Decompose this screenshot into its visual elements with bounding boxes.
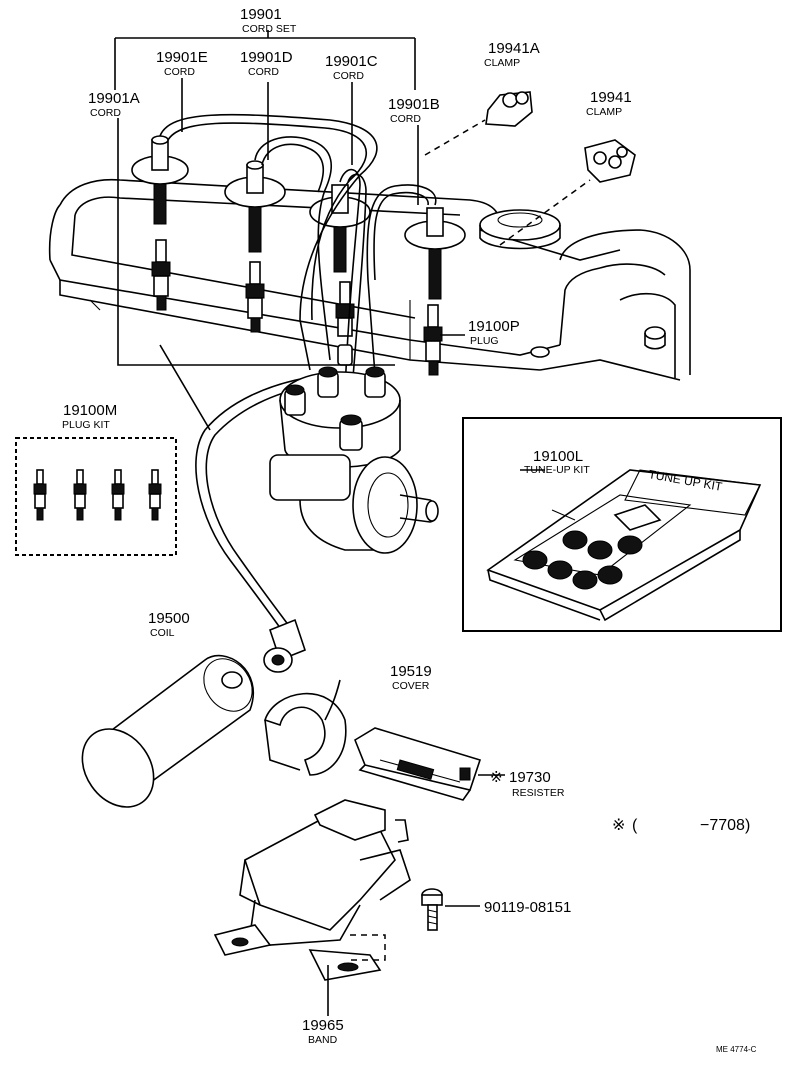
name-cord-set: CORD SET — [242, 23, 297, 35]
name-tune-up-kit: TUNE-UP KIT — [524, 464, 590, 476]
valve-cover-illustration — [48, 178, 691, 381]
name-cover: COVER — [392, 680, 430, 692]
footnote-mark: ※ — [612, 817, 625, 834]
pn-19100l: 19100L — [533, 448, 583, 465]
band-19965-illustration — [213, 799, 411, 981]
cover-19519-illustration — [263, 692, 347, 776]
bolt-illustration — [421, 888, 443, 931]
label-plug-kit: 19100M PLUG KIT — [62, 402, 117, 431]
tune-up-kit-package — [486, 469, 762, 622]
name-cord-d: CORD — [248, 66, 279, 78]
plug-kit-box — [15, 437, 177, 556]
pn-90119-08151: 90119-08151 — [484, 899, 571, 916]
pn-19901: 19901 — [240, 6, 282, 23]
distributor — [269, 344, 439, 554]
pn-19100m: 19100M — [63, 402, 117, 419]
figure-code: ME 4774-C — [716, 1045, 757, 1054]
pn-19941a: 19941A — [488, 40, 540, 57]
resister-mark: ※ — [490, 769, 503, 786]
label-resister: ※ 19730 RESISTER — [490, 769, 565, 799]
ignition-cords — [159, 113, 437, 636]
pn-19901d: 19901D — [240, 49, 293, 66]
resister-19730-illustration — [354, 727, 482, 801]
label-clamp-a: 19941A CLAMP — [484, 40, 540, 69]
name-cord-b: CORD — [390, 113, 421, 125]
leader-lines — [114, 30, 591, 1016]
name-plug-kit: PLUG KIT — [62, 419, 110, 431]
name-clamp-a: CLAMP — [484, 57, 520, 69]
pn-19941: 19941 — [590, 89, 632, 106]
footnote-text: −7708) — [700, 817, 750, 834]
clamp-19941-illustration — [584, 139, 636, 183]
pn-19901b: 19901B — [388, 96, 440, 113]
label-cord-e: 19901E CORD — [156, 49, 208, 78]
footnote-open-paren: ( — [632, 817, 638, 834]
coil-lead-boot — [263, 618, 306, 673]
plug-kit-plugs — [33, 469, 162, 521]
pn-19901a: 19901A — [88, 90, 140, 107]
label-cord-b: 19901B CORD — [388, 96, 440, 125]
label-cover: 19519 COVER — [390, 663, 432, 692]
clamp-19941a-illustration — [485, 91, 533, 127]
name-clamp: CLAMP — [586, 106, 622, 118]
name-cord-e: CORD — [164, 66, 195, 78]
footnote: ※ ( −7708) — [612, 817, 750, 834]
spark-plugs-installed — [151, 239, 443, 376]
name-plug: PLUG — [470, 335, 499, 347]
name-coil: COIL — [150, 627, 175, 639]
pn-19500: 19500 — [148, 610, 190, 627]
pn-19965: 19965 — [302, 1017, 344, 1034]
pn-19901e: 19901E — [156, 49, 208, 66]
pn-19519: 19519 — [390, 663, 432, 680]
label-cord-c: 19901C CORD — [325, 53, 378, 82]
plug-boots — [131, 135, 466, 300]
name-band: BAND — [308, 1034, 338, 1046]
label-cord-a: 19901A CORD — [88, 90, 140, 119]
label-band: 19965 BAND — [302, 1017, 344, 1046]
pn-19100p: 19100P — [468, 318, 520, 335]
label-plug: 19100P PLUG — [468, 318, 520, 347]
label-clamp: 19941 CLAMP — [586, 89, 632, 118]
label-coil: 19500 COIL — [148, 610, 190, 639]
name-resister: RESISTER — [512, 787, 565, 799]
pn-19730: 19730 — [509, 769, 551, 786]
tune-up-kit-box — [462, 417, 782, 632]
label-cord-set: 19901 CORD SET — [240, 6, 297, 35]
name-cord-a: CORD — [90, 107, 121, 119]
label-bolt: 90119-08151 — [484, 899, 571, 916]
pn-19901c: 19901C — [325, 53, 378, 70]
name-cord-c: CORD — [333, 70, 364, 82]
label-cord-d: 19901D CORD — [240, 49, 293, 78]
coil-illustration — [81, 654, 254, 808]
